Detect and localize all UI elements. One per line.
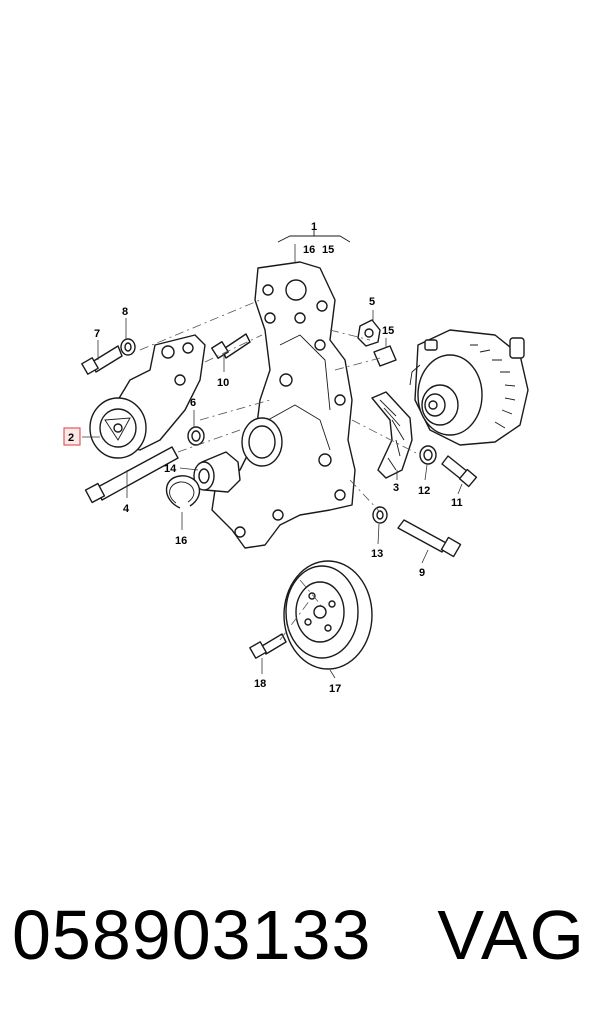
callout-18: 18 — [254, 678, 266, 690]
callout-4: 4 — [123, 503, 130, 515]
long-bolt-4 — [84, 446, 179, 504]
callout-8: 8 — [122, 306, 128, 318]
sleeve-15 — [373, 345, 397, 367]
bolt-9 — [397, 519, 462, 558]
callout-11: 11 — [451, 497, 463, 509]
washer-6 — [187, 426, 205, 446]
main-bracket — [211, 261, 356, 549]
pulley-17 — [283, 560, 373, 670]
belt-tensioner — [89, 334, 206, 459]
washer-12 — [419, 445, 437, 465]
callout-1: 1 — [311, 221, 317, 233]
callout-17: 17 — [329, 683, 341, 695]
bolt-11 — [441, 455, 478, 488]
washer-13 — [372, 506, 388, 524]
callout-15b: 15 — [382, 325, 394, 337]
callout-15a: 15 — [322, 244, 334, 256]
part-number: 058903133 — [12, 896, 372, 974]
assembly-lines — [139, 299, 421, 641]
alternator — [409, 329, 529, 446]
callout-3: 3 — [393, 482, 399, 494]
callout-13: 13 — [371, 548, 383, 560]
circlip-16 — [165, 475, 201, 509]
callout-7: 7 — [94, 328, 100, 340]
highlight-box-2 — [63, 427, 81, 446]
callout-6: 6 — [190, 397, 196, 409]
callout-labels: 1 16 15 2 3 4 5 6 7 8 9 10 11 12 13 14 1… — [68, 221, 463, 695]
callout-12: 12 — [418, 485, 430, 497]
callout-16b: 16 — [175, 535, 187, 547]
belt-3 — [371, 391, 413, 479]
idler-bushing-14 — [193, 451, 241, 493]
callout-16a: 16 — [303, 244, 315, 256]
callout-14: 14 — [164, 463, 177, 475]
callout-2: 2 — [68, 432, 74, 444]
brand-name: VAG — [437, 896, 586, 974]
bolt-7 — [81, 345, 123, 375]
callout-9: 9 — [419, 567, 425, 579]
callout-5: 5 — [369, 296, 375, 308]
bolt-18 — [249, 633, 287, 659]
callout-10: 10 — [217, 377, 229, 389]
leader-lines — [82, 310, 463, 679]
exploded-parts-diagram: 1 16 15 2 3 4 5 6 7 8 9 10 11 12 13 14 1… — [63, 221, 529, 695]
part-footer: 058903133 VAG — [0, 880, 600, 990]
nut-5 — [357, 319, 381, 347]
bolt-10 — [211, 333, 251, 359]
washer-8 — [120, 338, 136, 356]
